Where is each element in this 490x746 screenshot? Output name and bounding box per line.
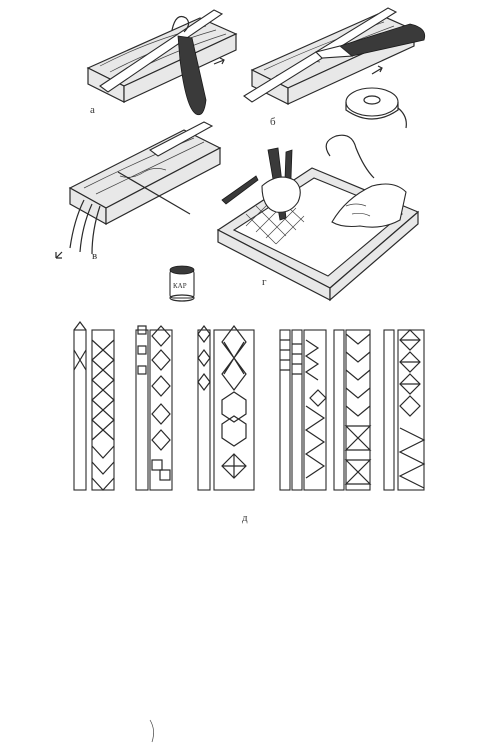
panel-b-illustration	[243, 7, 426, 129]
panel-v-board-side	[105, 147, 221, 225]
panel-g-lattice	[245, 195, 305, 245]
panel-b-knife-blade	[314, 45, 354, 59]
ornament-strip-4	[279, 329, 327, 491]
label-b: б	[270, 116, 276, 128]
panel-b-knife-handle	[339, 23, 426, 57]
jar-label-text: КАР	[173, 282, 187, 290]
panel-g-hand-left	[261, 176, 301, 213]
ornament-strip-3	[197, 325, 255, 491]
panel-g-illustration	[216, 134, 420, 302]
label-d: д	[242, 512, 248, 524]
panel-a-board-side	[123, 33, 237, 103]
panel-b-roll	[345, 87, 399, 117]
panel-a-illustration	[86, 9, 238, 116]
ornament-strip-2	[135, 325, 173, 491]
ornament-strip-6	[383, 329, 426, 491]
ornament-strip-1	[73, 321, 115, 491]
label-g: г	[262, 276, 267, 288]
label-a: а	[90, 104, 95, 116]
stray-mark	[149, 719, 154, 743]
panel-g-curl	[325, 134, 375, 179]
panel-g-tray-side	[329, 210, 419, 302]
panel-v-strip-top	[148, 121, 214, 157]
panel-a-strip	[99, 9, 224, 93]
panel-v-illustration	[55, 121, 222, 259]
panel-g-hand-right	[331, 183, 407, 228]
panel-a-curl	[171, 15, 190, 33]
label-v: в	[92, 250, 98, 262]
panel-g-brush-3	[221, 175, 259, 205]
paint-jar	[169, 265, 195, 302]
panel-a-knife-handle	[177, 35, 207, 116]
ornament-strip-5	[333, 329, 372, 491]
panel-d-ornaments	[73, 321, 426, 491]
